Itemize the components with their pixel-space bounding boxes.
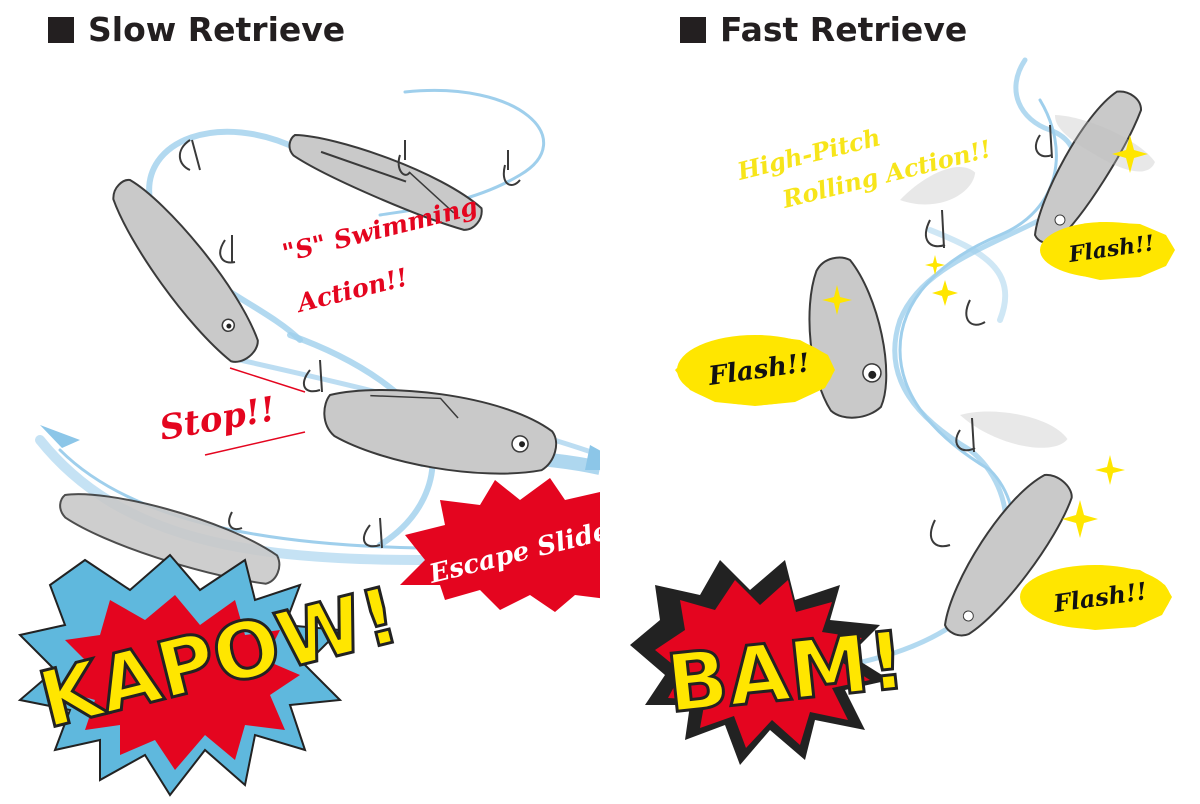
bam-burst-icon: [630, 560, 890, 765]
swimming-action-line1: "S" Swimming: [279, 191, 480, 268]
fast-retrieve-panel: Fast Retrieve: [600, 0, 1200, 804]
treble-hook-icon: [228, 511, 243, 531]
flash-burst-icon: [1020, 565, 1172, 630]
arrow-left-icon: [40, 425, 80, 448]
treble-hook-icon: [362, 517, 383, 549]
lure-icon: [288, 133, 483, 231]
treble-hook-icon: [925, 124, 1053, 548]
flash-burst-icon: [675, 335, 835, 406]
lure-icon: [943, 473, 1073, 637]
flash-burst-icon: [1040, 222, 1175, 280]
lure-icon: [900, 167, 976, 205]
fast-retrieve-title: Fast Retrieve: [720, 10, 968, 49]
lure-icon: [323, 388, 558, 475]
sparkle-icon: [822, 135, 1148, 538]
square-bullet-icon: [48, 16, 74, 43]
square-bullet-icon: [680, 16, 706, 43]
treble-hook-icon: [219, 235, 236, 264]
treble-hook-icon: [302, 359, 323, 393]
swimming-action-line2: Action!!: [292, 262, 410, 318]
lure-icon: [960, 411, 1068, 448]
treble-hook-icon: [178, 139, 521, 186]
slow-retrieve-panel: Slow Retrieve: [17, 10, 600, 797]
lure-icon: [112, 178, 259, 363]
slow-retrieve-heading: Slow Retrieve: [48, 10, 345, 49]
kapow-burst-icon: [17, 553, 343, 797]
fast-retrieve-illustration: High-Pitch Rolling Action!! Flash!! Flas…: [630, 57, 1175, 765]
slow-retrieve-title: Slow Retrieve: [88, 10, 346, 49]
lure-icon: [808, 256, 888, 419]
escape-burst-icon: [400, 478, 600, 612]
lure-icon: [59, 493, 281, 585]
stop-label: Stop!!: [157, 389, 279, 449]
slow-retrieve-illustration: "S" Swimming Action!! Stop!! Escape Slid…: [17, 89, 600, 797]
fast-retrieve-heading: Fast Retrieve: [680, 10, 967, 49]
